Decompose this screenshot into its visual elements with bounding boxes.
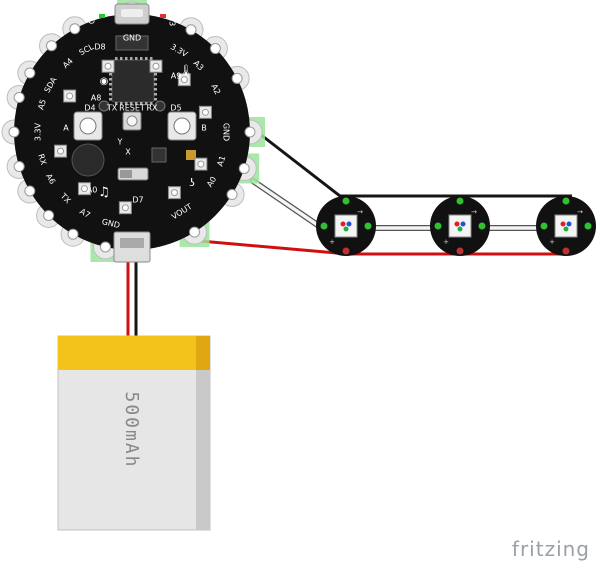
jst-slot bbox=[120, 238, 144, 248]
vout-wire bbox=[199, 239, 570, 256]
svg-text:+: + bbox=[549, 238, 555, 246]
silk-label-d8: D8 bbox=[94, 43, 105, 52]
board-disc bbox=[14, 14, 250, 250]
pad-hole-a5 bbox=[13, 92, 25, 104]
speaker bbox=[71, 143, 105, 177]
pad-hole-v33_left bbox=[8, 126, 20, 138]
silk-label-reset: RESET bbox=[119, 104, 145, 113]
pad-hole-gnd_right bbox=[244, 126, 256, 138]
neopixel-led-1 bbox=[334, 214, 358, 238]
pad-hole-a6 bbox=[24, 185, 36, 197]
pad-hole-a3 bbox=[209, 43, 221, 55]
flash-chip bbox=[115, 35, 149, 51]
svg-text:→: → bbox=[357, 208, 363, 216]
silk-label-on: ON bbox=[88, 12, 97, 24]
silk-label-rx_led: RX bbox=[146, 104, 158, 113]
gnd-wire bbox=[255, 129, 572, 198]
pad-hole-a7 bbox=[67, 228, 79, 240]
pad-label-a1: A1 bbox=[215, 155, 227, 168]
reset-button-cap bbox=[126, 115, 138, 127]
battery-side-shade bbox=[196, 370, 210, 530]
board-neopixels bbox=[54, 59, 212, 215]
silk-label-d4: D4 bbox=[84, 104, 95, 113]
pad-hole-vout bbox=[189, 226, 201, 238]
pad-hole-a2 bbox=[231, 72, 243, 84]
light-sensor bbox=[186, 150, 196, 160]
neopixel-led-3 bbox=[554, 214, 578, 238]
lipo-battery: 500mAh bbox=[57, 335, 211, 531]
silk-label-a9: A9 bbox=[171, 72, 182, 81]
svg-text:+: + bbox=[443, 238, 449, 246]
battery-capacity-label: 500mAh bbox=[121, 391, 142, 468]
mcu-chip bbox=[111, 59, 155, 103]
svg-text:+: + bbox=[329, 238, 335, 246]
button-b[interactable] bbox=[173, 117, 191, 135]
pad-hole-a4 bbox=[46, 40, 58, 52]
wires bbox=[126, 129, 572, 336]
usb-opening bbox=[121, 9, 143, 17]
silk-label-d5: D5 bbox=[170, 104, 181, 113]
thermometer-icon: 🌡 bbox=[179, 64, 193, 77]
pad-hole-a0 bbox=[226, 189, 238, 201]
silk-label-btn_b: B bbox=[201, 124, 207, 133]
pad-label-a5: A5 bbox=[36, 98, 48, 111]
pad-label-gnd_top: GND bbox=[123, 34, 141, 43]
silk-label-axis_y: Y bbox=[117, 138, 123, 147]
ir-receiver bbox=[98, 100, 110, 112]
silk-label-a8: A8 bbox=[91, 94, 102, 103]
pad-hole-a1 bbox=[238, 162, 250, 174]
pad-label-v33_left: 3.3V bbox=[34, 122, 43, 141]
silk-label-axis_x: X bbox=[125, 148, 131, 157]
pad-hole-v33_right bbox=[185, 24, 197, 36]
pad-hole-tx bbox=[43, 209, 55, 221]
slide-switch-knob bbox=[120, 170, 132, 178]
neopixel-led-2 bbox=[448, 214, 472, 238]
silk-label-d7: D7 bbox=[132, 196, 143, 205]
ear-icon: ʖ bbox=[189, 176, 195, 189]
svg-text:→: → bbox=[471, 208, 477, 216]
neopixel-strip: → + → + → + bbox=[316, 196, 596, 256]
pad-hole-rx bbox=[13, 160, 25, 172]
silk-label-a0_silk: A0 bbox=[87, 186, 98, 195]
silk-label-btn_a: A bbox=[63, 124, 69, 133]
on-led bbox=[99, 14, 105, 18]
pad-hole-gnd_bottom bbox=[99, 241, 111, 253]
small-ic bbox=[151, 147, 167, 163]
eye-icon: ◉ bbox=[100, 76, 109, 87]
d13-led bbox=[160, 14, 166, 18]
ir-led bbox=[154, 100, 166, 112]
pad-label-gnd_right: GND bbox=[222, 123, 231, 141]
battery-label-band bbox=[58, 336, 210, 370]
pad-label-a2: A2 bbox=[209, 83, 222, 96]
pad-label-rx: RX bbox=[36, 153, 48, 167]
button-a[interactable] bbox=[79, 117, 97, 135]
pad-hole-sda bbox=[24, 67, 36, 79]
svg-text:→: → bbox=[577, 208, 583, 216]
battery-label-shade bbox=[196, 336, 210, 370]
pad-hole-scl bbox=[69, 23, 81, 35]
pad-label-gnd_bottom: GND bbox=[101, 217, 121, 230]
fritzing-watermark: fritzing bbox=[512, 537, 590, 561]
silk-label-d13: D13 bbox=[168, 10, 177, 26]
music-note-icon: ♫ bbox=[98, 185, 110, 200]
silk-label-tx_led: TX bbox=[106, 104, 118, 113]
data-wire bbox=[251, 179, 324, 230]
